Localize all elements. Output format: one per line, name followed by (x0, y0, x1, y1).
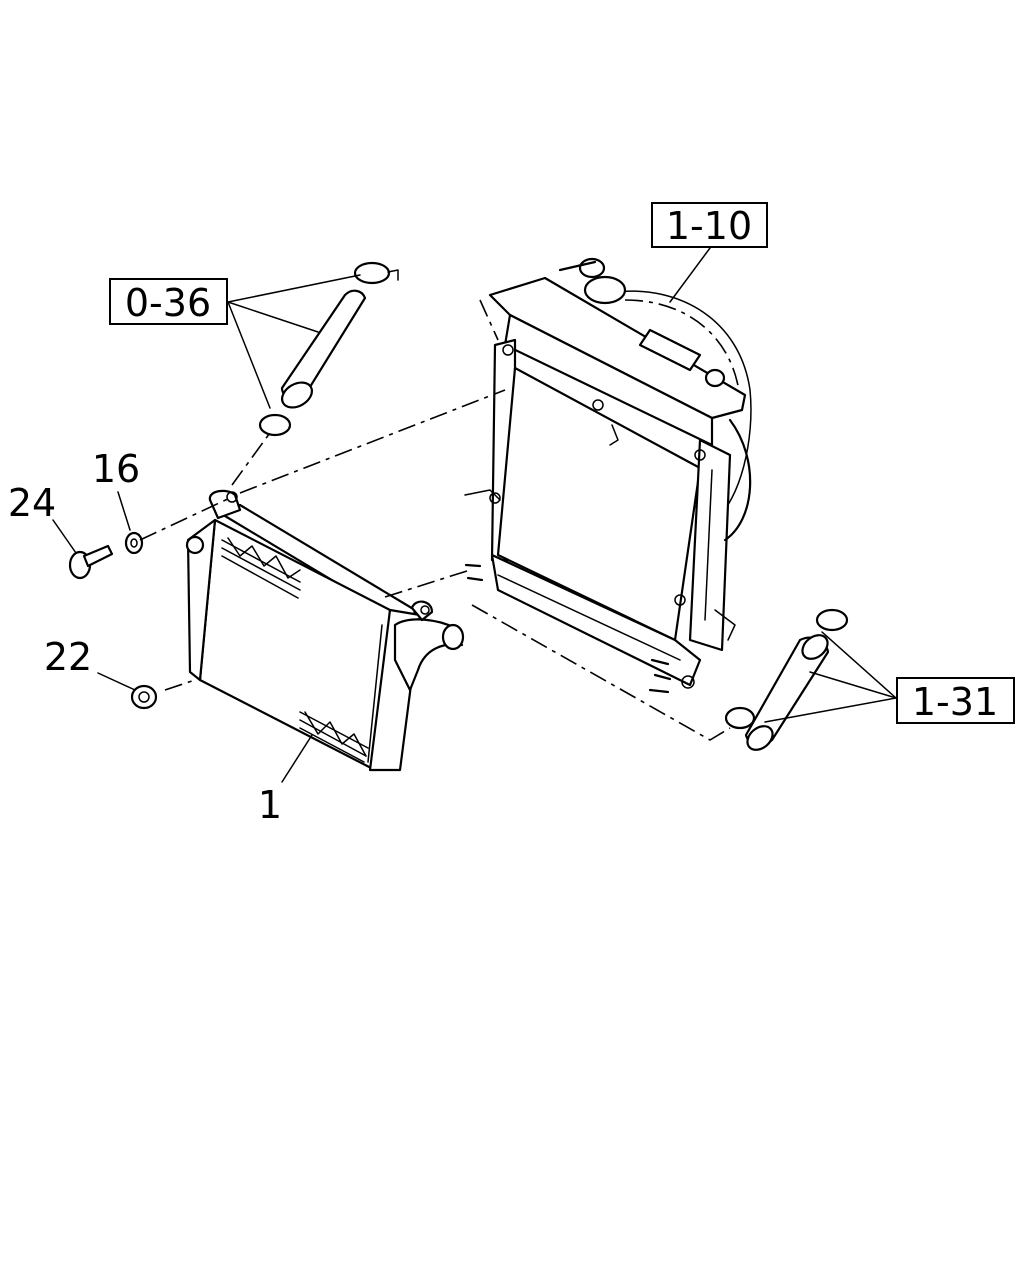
ref-label-0-36: 0-36 (125, 281, 211, 325)
ref-box-0-36[interactable]: 0-36 (109, 278, 228, 325)
ref-box-1-10[interactable]: 1-10 (651, 202, 768, 248)
washer-16[interactable] (124, 531, 144, 555)
nut-22[interactable] (130, 684, 158, 710)
leader-lines (52, 247, 897, 783)
part-label-22: 22 (44, 635, 92, 679)
part-label-1: 1 (258, 783, 282, 827)
part-label-16: 16 (92, 447, 140, 491)
ref-box-1-31[interactable]: 1-31 (896, 677, 1015, 724)
ref-label-1-10: 1-10 (666, 204, 752, 248)
ref-label-1-31: 1-31 (912, 680, 998, 724)
bolt-24[interactable] (68, 544, 114, 580)
upper-hose-kit[interactable] (258, 261, 399, 437)
lower-hose-kit[interactable] (724, 608, 849, 755)
part-label-24: 24 (8, 481, 56, 525)
radiator-assembly[interactable] (464, 257, 752, 694)
intercooler[interactable] (185, 489, 465, 772)
assembly-lines (139, 299, 731, 741)
